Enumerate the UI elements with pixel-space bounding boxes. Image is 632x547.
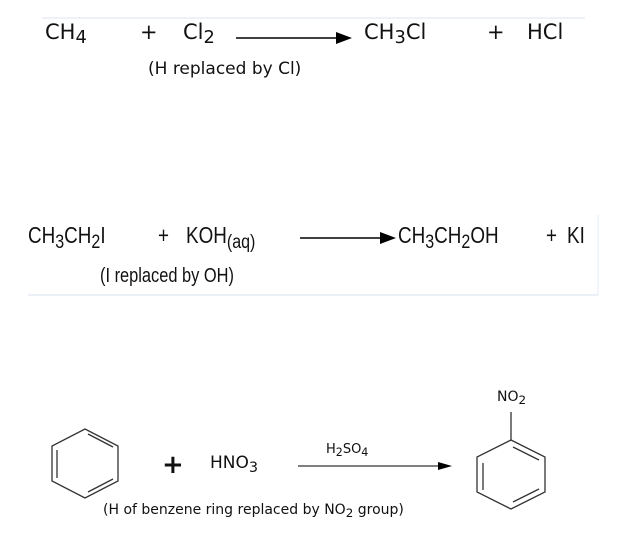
formula: Cl: [405, 20, 427, 44]
formula: OH: [470, 222, 499, 248]
reactant-koh: KOH(aq): [186, 222, 255, 252]
plus-sign: +: [546, 222, 558, 248]
subscript: 3: [394, 27, 406, 49]
product-ki: KI: [567, 222, 585, 248]
formula: CH: [364, 20, 395, 44]
subscript: 4: [361, 445, 369, 459]
subscript: 2: [335, 445, 343, 459]
subscript: 2: [461, 230, 471, 253]
reactant-cl2: Cl2: [183, 20, 215, 47]
formula: HNO: [210, 453, 249, 473]
plus-sign: +: [140, 20, 158, 44]
nitrobenzene-ring-icon: [476, 412, 546, 510]
subscript: 4: [75, 27, 87, 49]
catalyst-h2so4: H2SO4: [326, 442, 369, 459]
arrow-3: [298, 462, 452, 470]
plus-sign: +: [158, 222, 170, 248]
formula: Cl: [183, 20, 204, 44]
benzene-ring-icon: [51, 428, 119, 499]
formula: CH: [64, 222, 92, 248]
formula: KOH: [186, 222, 227, 248]
reactant-hno3: HNO3: [210, 453, 258, 475]
plus-sign: +: [487, 20, 505, 44]
subscript: 2: [203, 27, 215, 49]
formula: CH: [45, 20, 76, 44]
formula: CH: [398, 222, 426, 248]
state: (aq): [226, 230, 256, 253]
substituent-no2: NO2: [497, 389, 527, 407]
caption-2: (I replaced by OH): [100, 265, 234, 287]
subscript: 2: [518, 392, 527, 407]
formula: H: [326, 442, 336, 457]
caption-text: group): [353, 502, 404, 518]
arrow-1: [236, 32, 352, 44]
formula: NO: [497, 389, 519, 405]
caption-3: (H of benzene ring replaced by NO2 group…: [103, 502, 404, 520]
subscript: 3: [425, 230, 435, 253]
product-ethanol: CH3CH2OH: [398, 222, 499, 252]
caption-text: (H of benzene ring replaced by NO: [103, 502, 346, 518]
subscript: 3: [55, 230, 65, 253]
product-ch3cl: CH3Cl: [364, 20, 427, 47]
subscript: 3: [248, 459, 259, 476]
subscript: 2: [345, 505, 354, 520]
formula: CH: [28, 222, 56, 248]
caption-1: (H replaced by Cl): [148, 59, 302, 79]
formula: SO: [342, 442, 362, 457]
reactant-ethyl-iodide: CH3CH2I: [28, 222, 106, 252]
reactant-ch4: CH4: [45, 20, 87, 47]
plus-sign: +: [162, 450, 184, 480]
arrow-2: [300, 232, 396, 244]
subscript: 2: [91, 230, 101, 253]
product-hcl: HCl: [527, 20, 564, 44]
formula: CH: [434, 222, 462, 248]
formula: I: [100, 222, 106, 248]
